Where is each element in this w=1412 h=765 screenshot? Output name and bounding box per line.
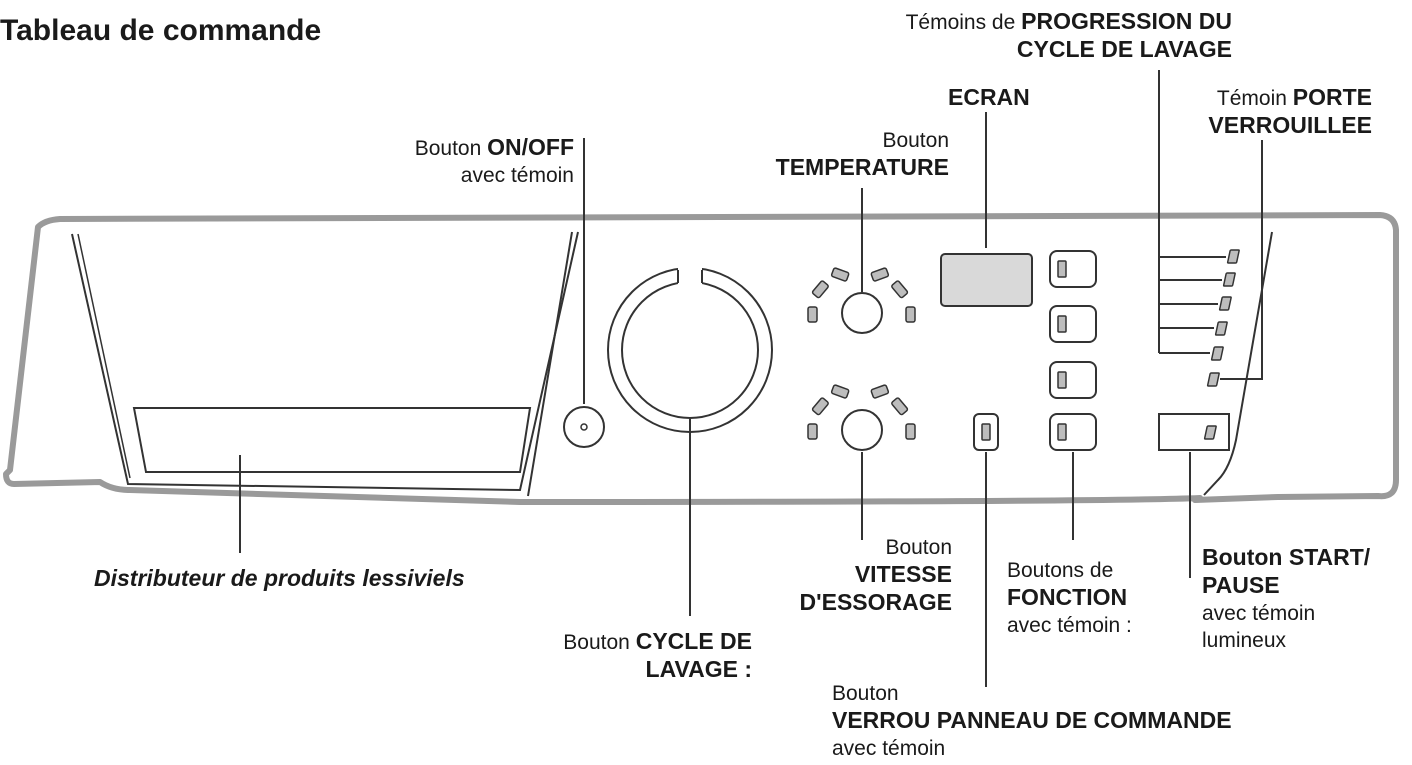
drawer-handle [132, 407, 532, 473]
spin-leds [807, 384, 916, 440]
label-fonction: Boutons de FONCTION avec témoin : [1007, 559, 1132, 637]
leader-lines [239, 70, 1263, 687]
cycle-dial-notch [678, 266, 702, 284]
label-porte: Témoin PORTE VERROUILLEE [1208, 84, 1372, 138]
function-buttons [1049, 250, 1097, 451]
panel-outline [3, 212, 1399, 505]
label-verrou: Bouton VERROU PANNEAU DE COMMANDE avec t… [832, 682, 1232, 760]
label-onoff: Bouton ON/OFF avec témoin [414, 134, 574, 187]
start-pause-led [1203, 425, 1217, 440]
function-leds [1057, 260, 1067, 441]
leader-progression [1158, 70, 1226, 354]
panel-right-edge [1203, 231, 1273, 496]
label-cycle: Bouton CYCLE DE LAVAGE : [563, 628, 752, 682]
page-title: Tableau de commande [0, 14, 322, 47]
label-distributeur: Distributeur de produits lessiviels [94, 565, 465, 591]
leader-porte [1220, 140, 1263, 380]
progress-leds [1206, 249, 1240, 387]
drawer-right-edge [527, 231, 573, 497]
label-progression: Témoins de PROGRESSION DU CYCLE DE LAVAG… [905, 8, 1232, 62]
display-screen [940, 253, 1033, 307]
temperature-knob [841, 292, 883, 334]
label-temperature: Bouton TEMPERATURE [775, 129, 949, 180]
detergent-drawer-front [71, 231, 579, 492]
start-pause-button [1158, 413, 1230, 451]
label-ecran: ECRAN [948, 84, 1030, 110]
spin-knob [841, 409, 883, 451]
onoff-indicator [580, 423, 588, 431]
cycle-dial-inner [621, 281, 759, 419]
label-vitesse: Bouton VITESSE D'ESSORAGE [799, 536, 952, 615]
temperature-leds [807, 267, 916, 323]
label-start: Bouton START/ PAUSE avec témoin lumineux [1202, 544, 1371, 652]
detergent-drawer-side [77, 233, 131, 479]
panel-lock-led [981, 423, 991, 441]
